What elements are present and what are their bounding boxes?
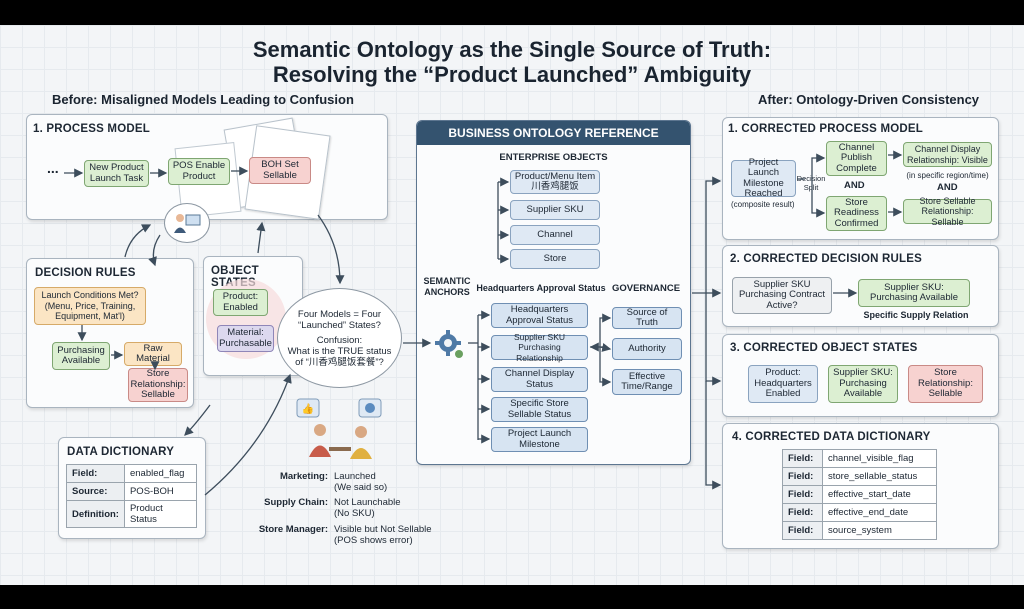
enterprise-objects-heading: ENTERPRISE OBJECTS [499, 152, 608, 163]
cloud-line-2: Confusion: [316, 334, 363, 346]
stakeholder-status: Not Launchable [334, 497, 401, 508]
semantic-anchors-label: SEMANTIC ANCHORS [423, 276, 471, 297]
stakeholder-status: Launched [334, 471, 376, 482]
ontology-object-channel: Channel [510, 225, 600, 245]
table-row: Field:store_sellable_status [782, 467, 937, 486]
governance-effective-time: Effective Time/Range [612, 369, 682, 395]
cloud-line-3: What is the TRUE status of “川香鸡腿饭套餐”? [287, 345, 392, 368]
store-sellable-relationship: Store Sellable Relationship: Sellable [903, 196, 992, 227]
title-line-2: Resolving the “Product Launched” Ambigui… [272, 62, 752, 87]
meeting-people-icon: 👍 [293, 397, 388, 462]
title-line-1: Semantic Ontology as the Single Source o… [252, 37, 772, 62]
channel-display-visible: Channel Display Relationship: Visible [903, 142, 992, 167]
store-relationship-state: Store Relationship: Sellable [908, 365, 983, 403]
pos-enable-product: POS Enable Product [168, 158, 230, 185]
ontology-object-product: Product/Menu Item 川香鸡腿饭 [510, 170, 600, 194]
status-store-sellable: Specific Store Sellable Status [491, 397, 588, 422]
stakeholder-role: Marketing: [279, 471, 328, 482]
launch-conditions-met: Launch Conditions Met? (Menu, Price, Tra… [34, 287, 146, 325]
store-readiness-confirmed: Store Readiness Confirmed [826, 196, 887, 231]
process-ellipsis: ... [47, 160, 59, 176]
sku-purchasing-state: Supplier SKU: Purchasing Available [828, 365, 898, 403]
new-product-launch-task: New Product Launch Task [84, 160, 149, 187]
table-row: Field:effective_end_date [782, 503, 937, 522]
process-model-heading: 1. PROCESS MODEL [33, 123, 150, 135]
table-row: Field:source_system [782, 521, 937, 540]
table-row: Definition:Product Status [66, 500, 197, 528]
gear-icon [433, 327, 467, 361]
corrected-rules-heading: 2. CORRECTED DECISION RULES [730, 253, 922, 265]
after-heading: After: Ontology-Driven Consistency [758, 92, 980, 107]
svg-text:👍: 👍 [302, 402, 314, 415]
stakeholder-role: Supply Chain: [264, 497, 328, 508]
specific-supply-relation: Specific Supply Relation [863, 310, 969, 320]
status-project-milestone: Project Launch Milestone [491, 427, 588, 452]
cloud-line-1: Four Models = Four “Launched” States? [297, 308, 382, 331]
corrected-dictionary-heading: 4. CORRECTED DATA DICTIONARY [732, 431, 931, 443]
person-icon [164, 203, 210, 243]
stakeholder-note: (We said so) [334, 482, 388, 493]
stakeholder-role: Store Manager: [258, 524, 328, 535]
table-row: Field:effective_start_date [782, 485, 937, 504]
diagram-canvas: Semantic Ontology as the Single Source o… [0, 25, 1024, 585]
table-row: Field:enabled_flag [66, 464, 197, 483]
raw-material: Raw Material [124, 342, 182, 366]
store-relationship-sellable: Store Relationship: Sellable [128, 368, 188, 402]
stakeholder-note: (POS shows error) [334, 535, 413, 546]
confusion-cloud: Four Models = Four “Launched” States? Co… [277, 288, 402, 388]
governance-source-of-truth: Source of Truth [612, 307, 682, 329]
sku-contract-active: Supplier SKU Purchasing Contract Active? [732, 277, 832, 314]
hq-approval-heading: Headquarters Approval Status [476, 283, 606, 293]
material-purchasable: Material: Purchasable [217, 325, 274, 352]
data-dictionary-table: Field:enabled_flag Source:POS-BOH Defini… [66, 464, 197, 528]
project-launch-milestone: Project Launch Milestone Reached [731, 157, 796, 199]
channel-publish-complete: Channel Publish Complete [826, 141, 887, 176]
decision-rules-heading: DECISION RULES [35, 267, 136, 279]
region-time-note: (in specific region/time) [906, 171, 989, 180]
stakeholder-status: Visible but Not Sellable [334, 524, 432, 535]
status-supplier-sku: Supplier SKU Purchasing Relationship [491, 332, 588, 363]
product-hq-enabled: Product: Headquarters Enabled [748, 365, 818, 403]
boh-set-sellable: BOH Set Sellable [249, 157, 311, 184]
composite-result-note: (composite result) [731, 200, 795, 209]
governance-heading: GOVERNANCE [611, 283, 681, 294]
stakeholder-note: (No SKU) [334, 508, 375, 519]
and-label: AND [844, 180, 865, 191]
ontology-object-store: Store [510, 249, 600, 269]
purchasing-available: Purchasing Available [52, 342, 110, 370]
table-row: Source:POS-BOH [66, 482, 197, 501]
product-enabled: Product: Enabled [213, 289, 268, 316]
corrected-dictionary-table: Field:channel_visible_flag Field:store_s… [782, 449, 937, 540]
before-heading: Before: Misaligned Models Leading to Con… [52, 92, 354, 107]
table-row: Field:channel_visible_flag [782, 449, 937, 468]
sku-purchasing-available: Supplier SKU: Purchasing Available [858, 279, 970, 307]
corrected-states-heading: 3. CORRECTED OBJECT STATES [730, 342, 918, 354]
data-dictionary-heading: DATA DICTIONARY [67, 446, 175, 458]
ontology-heading: BUSINESS ONTOLOGY REFERENCE [417, 121, 690, 145]
decision-split-label: Decision Split [796, 174, 826, 192]
corrected-process-heading: 1. CORRECTED PROCESS MODEL [728, 123, 923, 135]
status-channel-display: Channel Display Status [491, 367, 588, 392]
and-label: AND [937, 182, 958, 193]
ontology-object-sku: Supplier SKU [510, 200, 600, 220]
status-hq-approval: Headquarters Approval Status [491, 303, 588, 328]
governance-authority: Authority [612, 338, 682, 360]
